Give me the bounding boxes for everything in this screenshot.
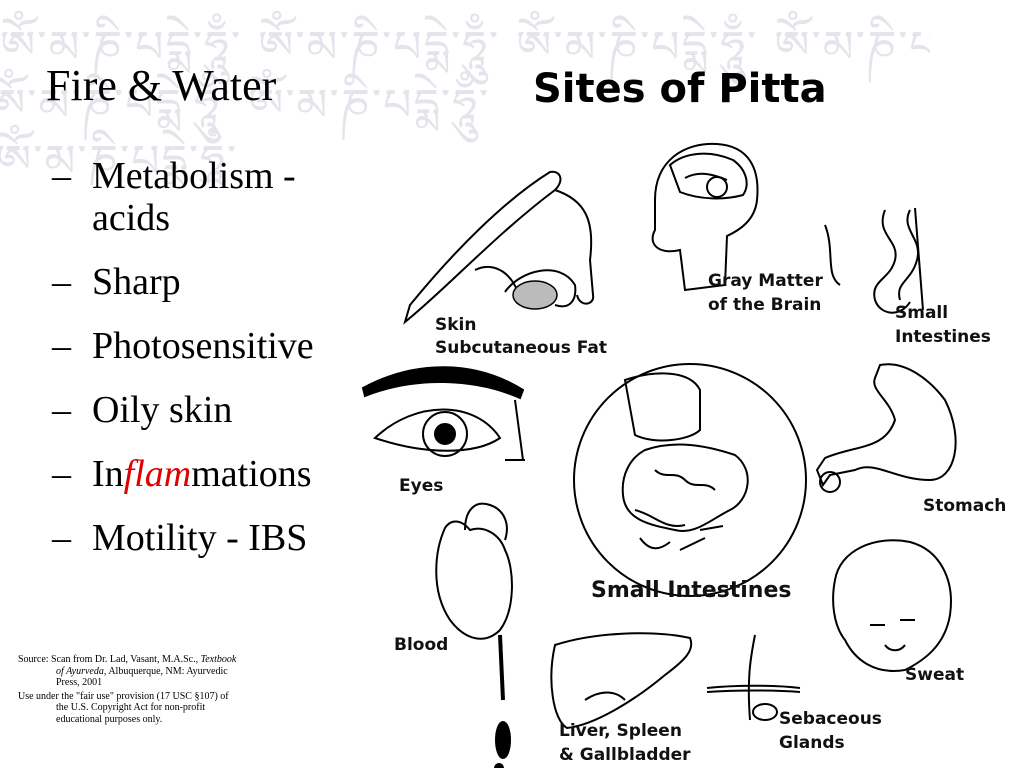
figure-title: Sites of Pitta	[533, 66, 827, 112]
banner-row-2: ཨོཾ་མ་ཎི་པདྨེ་ཧཱུྃ་ ཨོཾ་མ་ཎི་པདྨེ་ཧཱུྃ་	[0, 80, 491, 131]
bullet-text: Photosensitive	[92, 325, 314, 367]
label-blood: Blood	[394, 635, 449, 655]
label-gray-matter-1: Gray Matter	[708, 271, 823, 291]
bullet-oily-skin: –Oily skin	[52, 389, 372, 431]
small-intestines-center-illustration	[621, 372, 749, 551]
label-subcutaneous-fat: Subcutaneous Fat	[435, 338, 607, 358]
small-intestines-top-illustration	[824, 207, 924, 314]
bullet-dash: –	[52, 517, 71, 559]
source-citation: Source: Scan from Dr. Lad, Vasant, M.A.S…	[18, 654, 240, 727]
bullet-text: Motility - IBS	[92, 517, 308, 559]
label-small-intestines-2: Intestines	[895, 327, 991, 347]
slide-title: Fire & Water	[46, 61, 277, 110]
bullet-text-post: mations	[191, 453, 312, 495]
bullet-photosensitive: –Photosensitive	[52, 325, 372, 367]
banner-row-1: ཨོཾ་མ་ཎི་པདྨེ་ཧཱུྃ་ ཨོཾ་མ་ཎི་པདྨེ་ཧཱུྃ་ …	[0, 22, 930, 73]
heart-illustration	[435, 502, 513, 768]
source-book-title: Textbook of Ayurveda	[56, 654, 237, 677]
bullet-metabolism: –Metabolism - acids	[52, 155, 372, 239]
label-gray-matter-2: of the Brain	[708, 295, 822, 315]
source-line-2: Use under the "fair use" provision (17 U…	[18, 690, 229, 725]
bullet-text-pre: In	[92, 453, 124, 495]
bullet-dash: –	[52, 453, 71, 495]
small-intestines-circle	[573, 363, 807, 597]
bullet-dash: –	[52, 261, 71, 303]
label-liver-1: Liver, Spleen	[559, 721, 682, 741]
source-text-tail: , Albuquerque, NM: Ayurvedic Press, 2001	[56, 665, 228, 689]
stomach-illustration	[815, 363, 957, 493]
label-liver-2: & Gallbladder	[559, 745, 691, 765]
bullet-text: Oily skin	[92, 389, 233, 431]
label-sebaceous-2: Glands	[779, 733, 845, 753]
bullet-dash: –	[52, 325, 71, 367]
liver-illustration	[550, 632, 693, 730]
label-stomach: Stomach	[923, 496, 1007, 516]
head-brain-illustration	[651, 142, 759, 292]
label-eyes: Eyes	[399, 476, 444, 496]
tibetan-script-banner: ཨོཾ་མ་ཎི་པདྨེ་ཧཱུྃ་ ཨོཾ་མ་ཎི་པདྨེ་ཧཱུྃ་ …	[0, 0, 930, 185]
label-small-intestines-center: Small Intestines	[591, 578, 792, 603]
bullet-list: –Metabolism - acids –Sharp –Photosensiti…	[52, 155, 372, 581]
anatomy-illustrations	[361, 142, 957, 768]
source-text: Source: Scan from Dr. Lad, Vasant, M.A.S…	[18, 654, 201, 665]
sweat-head-illustration	[832, 539, 952, 672]
eye-illustration	[361, 366, 525, 461]
bullet-dash: –	[52, 155, 71, 197]
label-sweat: Sweat	[905, 665, 965, 685]
bullet-text-emphasis: flam	[123, 453, 192, 495]
bullet-text: Sharp	[92, 261, 181, 303]
source-line-1: Source: Scan from Dr. Lad, Vasant, M.A.S…	[18, 654, 240, 689]
bullet-dash: –	[52, 389, 71, 431]
sites-of-pitta-figure: Sites of Pitta	[355, 60, 1024, 768]
label-sebaceous-1: Sebaceous	[779, 709, 882, 729]
hand-skin-illustration	[403, 170, 595, 325]
label-skin: Skin	[435, 315, 477, 335]
banner-row-3: ཨོཾ་མ་ཎི་པདྨེ་ཧཱུྃ་	[0, 136, 239, 185]
bullet-sharp: –Sharp	[52, 261, 372, 303]
bullet-inflammations: –Inflammations	[52, 453, 372, 495]
bullet-motility: –Motility - IBS	[52, 517, 372, 559]
sebaceous-glands-illustration	[706, 634, 801, 721]
bullet-text: Metabolism - acids	[92, 155, 296, 239]
label-small-intestines-1: Small	[895, 303, 949, 323]
